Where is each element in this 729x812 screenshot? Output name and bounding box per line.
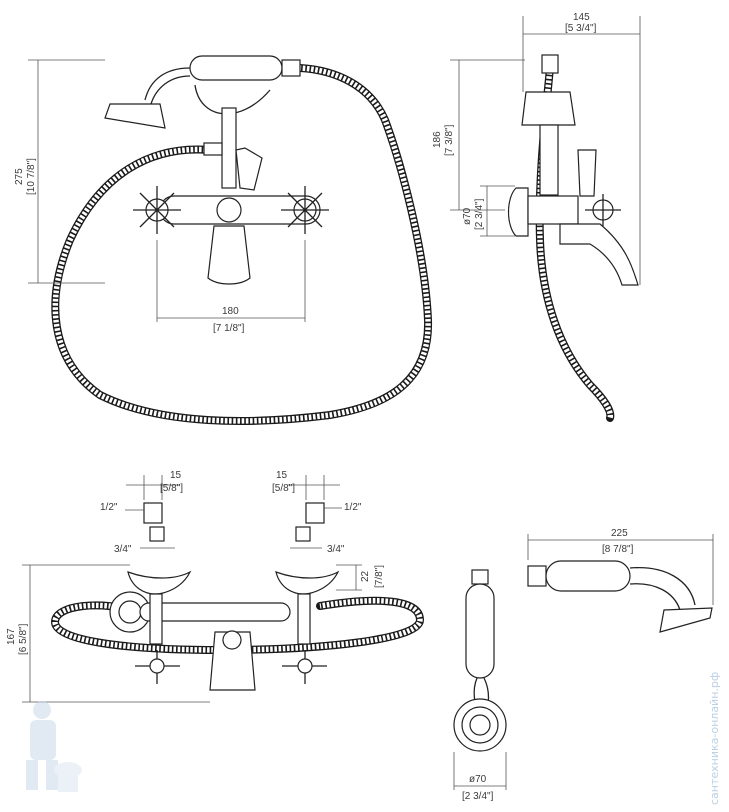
handshower-length-dimension: 225 [8 7/8"]: [527, 528, 714, 605]
holder-diameter-mm: ø70: [469, 774, 487, 785]
side-cradle-mm: ø70: [462, 207, 473, 225]
left-offset-in: [5/8"]: [160, 483, 183, 494]
front-height-mm: 275: [14, 168, 25, 185]
front-width-in: [7 1/8"]: [213, 323, 245, 334]
front-width-mm: 180: [222, 306, 239, 317]
right-offset-mm: 15: [276, 470, 288, 481]
front-hose: [51, 64, 433, 425]
watermark-text: сантехника-онлайн.рф: [708, 672, 721, 805]
left-connector-detail: 15 [5/8"] 1/2" 3/4": [100, 470, 183, 555]
front-height-in: [10 7/8"]: [26, 158, 37, 195]
side-cradle-in: [2 3/4"]: [474, 198, 485, 230]
side-height-in: [7 3/8"]: [444, 124, 455, 156]
side-depth-in: [5 3/4"]: [565, 23, 597, 34]
front-body: [159, 107, 321, 285]
left-thread-large: 3/4": [114, 544, 132, 555]
left-offset-mm: 15: [170, 470, 182, 481]
top-cap-in: [7/8"]: [374, 565, 385, 588]
side-depth-mm: 145: [573, 12, 590, 23]
top-cap-dimension: 22 [7/8"]: [336, 564, 385, 591]
plumber-mascot-icon: [26, 701, 82, 792]
handshower-view: 225 [8 7/8"]: [527, 528, 714, 633]
right-connector-detail: 15 [5/8"] 1/2" 3/4": [272, 470, 362, 555]
front-left-handle: [133, 186, 181, 234]
top-height-mm: 167: [6, 628, 17, 645]
handshower-length-in: [8 7/8"]: [602, 544, 634, 555]
side-body: [507, 54, 639, 286]
right-thread-large: 3/4": [327, 544, 345, 555]
front-width-dimension: 180 [7 1/8"]: [156, 240, 306, 334]
side-height-mm: 186: [432, 131, 443, 148]
side-height-dimension: 186 [7 3/8"]: [432, 59, 525, 211]
front-right-handle: [281, 186, 329, 234]
front-handshower: [104, 55, 301, 129]
holder-diameter-in: [2 3/4"]: [462, 791, 494, 802]
top-view: 15 [5/8"] 1/2" 3/4" 15 [5/8"] 1/2" 3/4": [6, 470, 425, 703]
holder-diameter-dimension: ø70 [2 3/4"]: [453, 752, 507, 802]
side-cradle-dimension: ø70 [2 3/4"]: [462, 185, 515, 237]
top-cap-mm: 22: [360, 570, 371, 582]
right-offset-in: [5/8"]: [272, 483, 295, 494]
holder-view: ø70 [2 3/4"]: [453, 569, 507, 802]
left-thread-small: 1/2": [100, 502, 118, 513]
side-view: 145 [5 3/4"] 186 [7 3/8"] ø70 [2 3/4"]: [432, 12, 641, 422]
side-depth-dimension: 145 [5 3/4"]: [522, 12, 641, 285]
right-thread-small: 1/2": [344, 502, 362, 513]
front-height-dimension: 275 [10 7/8"]: [14, 59, 105, 284]
top-height-in: [6 5/8"]: [18, 623, 29, 655]
top-height-dimension: 167 [6 5/8"]: [6, 564, 210, 703]
front-view: 275 [10 7/8"] 180 [7 1/8"]: [14, 55, 433, 425]
handshower-length-mm: 225: [611, 528, 628, 539]
